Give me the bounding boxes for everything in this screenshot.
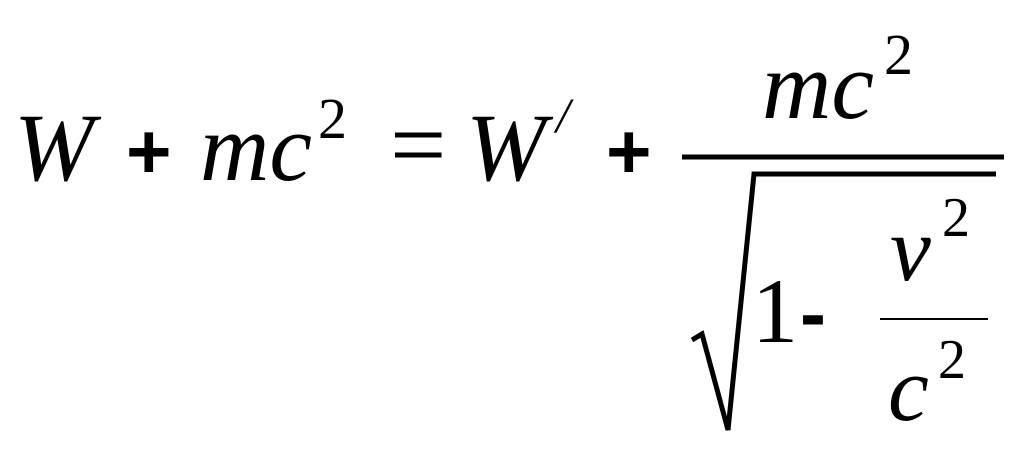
denominator-minus: -	[800, 269, 826, 357]
numerator-mc: mc	[762, 32, 874, 139]
denominator-one: 1	[752, 260, 798, 362]
lhs-exponent: 2	[318, 86, 347, 151]
sqrt-sign	[690, 171, 996, 431]
rhs-plus: +	[606, 107, 652, 195]
rhs-w: W	[466, 94, 554, 201]
inner-denominator-exponent: 2	[938, 329, 966, 391]
numerator-exponent: 2	[884, 22, 913, 87]
lhs-w: W	[14, 94, 102, 201]
inner-denominator-c: c	[888, 338, 929, 440]
inner-numerator-v: v	[890, 198, 931, 300]
lhs-plus: +	[126, 107, 172, 195]
inner-numerator-exponent: 2	[942, 187, 970, 249]
equals-sign: =	[390, 89, 446, 200]
lhs-mc: mc	[200, 94, 312, 201]
rhs-prime: /	[553, 87, 574, 143]
